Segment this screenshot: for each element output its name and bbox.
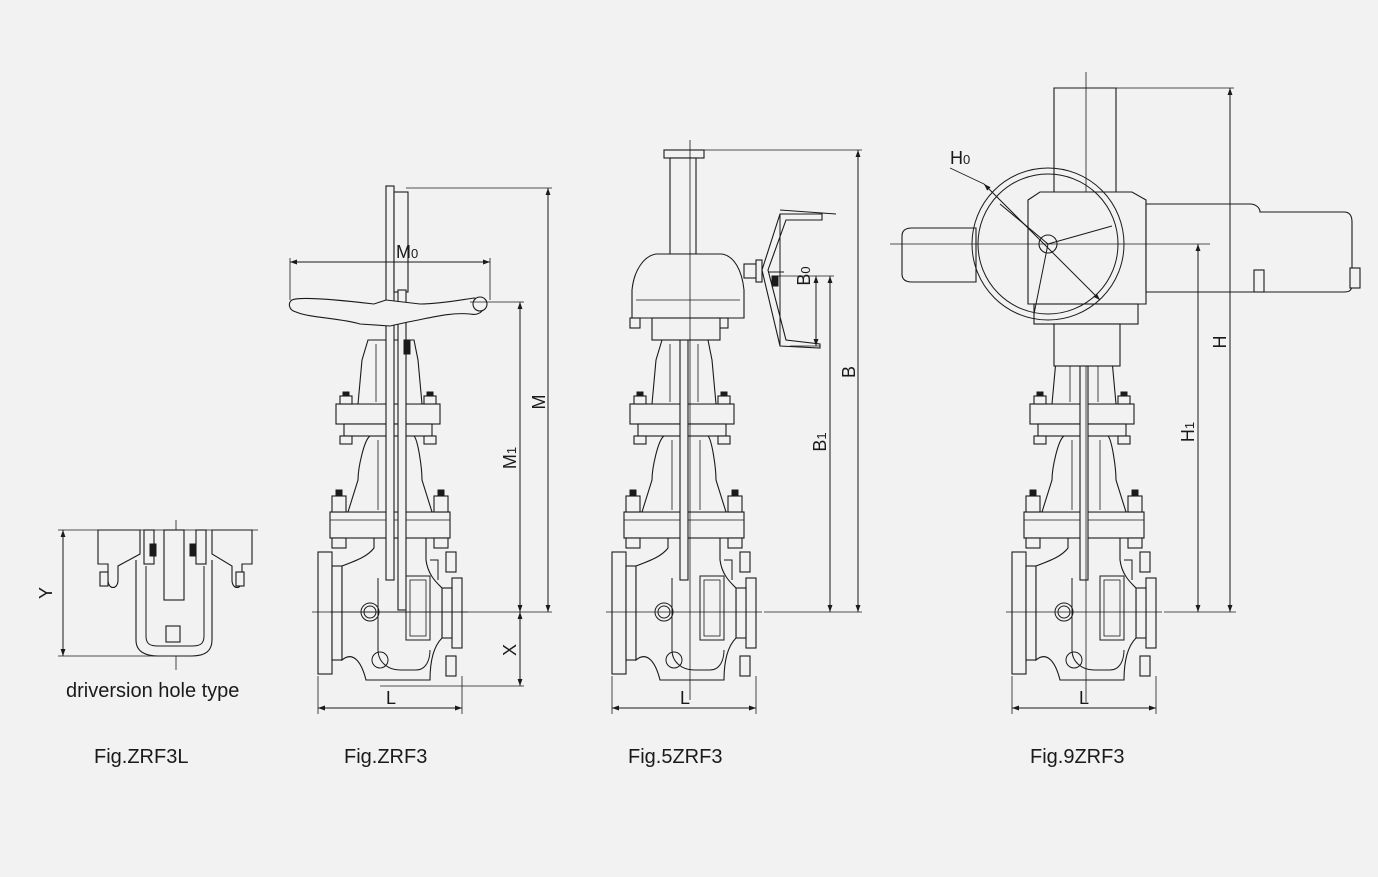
dim-l: L [1079, 688, 1089, 708]
dim-b0: B0 [794, 266, 814, 285]
diversion-hole-note: driversion hole type [66, 680, 240, 702]
dim-m: M [529, 395, 549, 410]
fig-zrf3-handwheel-valve: M0 M M1 X L [288, 185, 552, 714]
dim-x: X [500, 644, 520, 656]
dim-b: B [839, 366, 859, 378]
fig-9zrf3-electric-actuator-valve: H0 H1 H L [890, 72, 1361, 714]
dim-l: L [680, 688, 690, 708]
fig-5zrf3-bevel-gear-valve: B0 B1 B L [605, 140, 862, 714]
fig-zrf3l-diversion-hole-detail: Y [36, 520, 258, 670]
dim-h: H [1210, 336, 1230, 349]
dim-h0: H0 [950, 148, 970, 168]
dim-y: Y [36, 587, 56, 599]
dim-m0: M0 [396, 242, 418, 262]
caption-fig-9zrf3: Fig.9ZRF3 [1030, 746, 1125, 768]
caption-fig-zrf3: Fig.ZRF3 [344, 746, 428, 768]
dim-l: L [386, 688, 396, 708]
caption-fig-5zrf3: Fig.5ZRF3 [628, 746, 723, 768]
dim-m1: M1 [500, 447, 520, 469]
dim-b1: B1 [810, 432, 830, 451]
caption-fig-zrf3l: Fig.ZRF3L [94, 746, 189, 768]
dim-h1: H1 [1178, 422, 1198, 442]
